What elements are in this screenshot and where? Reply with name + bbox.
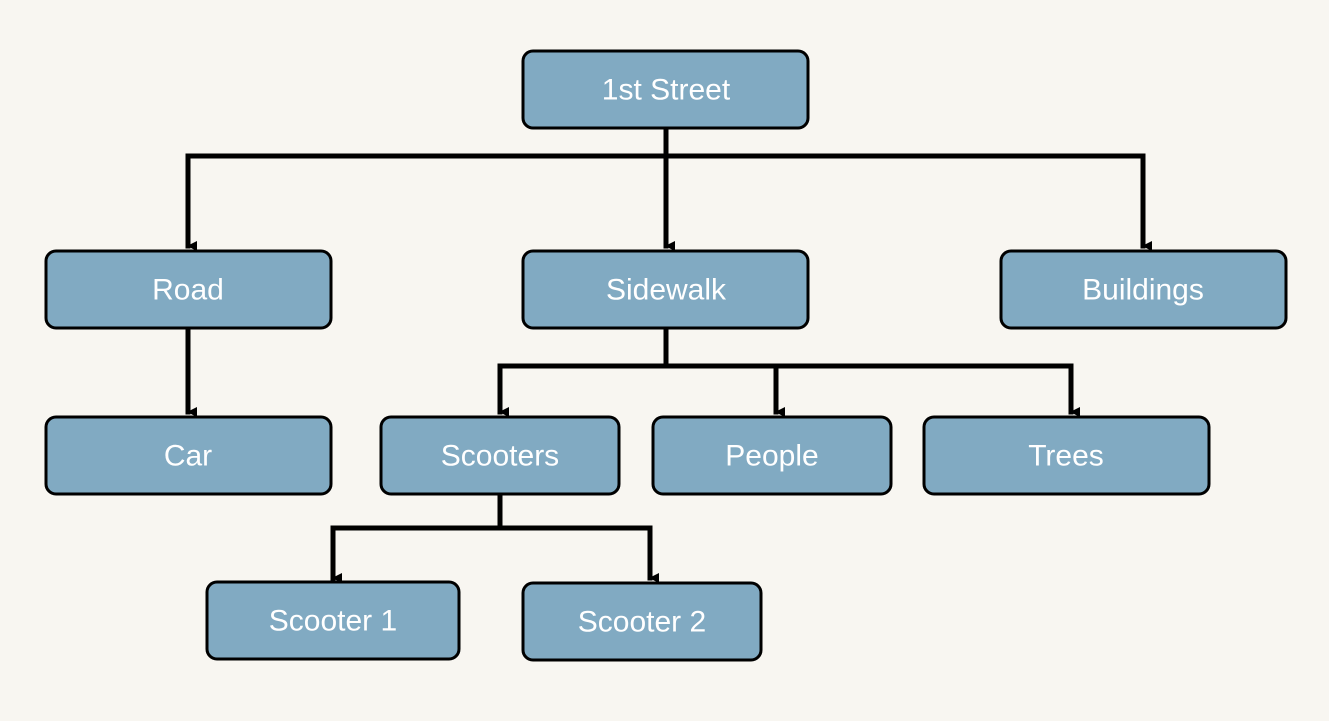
node-buildings: Buildings bbox=[999, 249, 1288, 330]
node-scooters: Scooters bbox=[379, 415, 621, 496]
node-label-1st-street: 1st Street bbox=[602, 74, 731, 107]
connector-root-to-buildings bbox=[663, 153, 1152, 251]
connector-scooters-to-scooter-1 bbox=[330, 490, 503, 583]
node-road: Road bbox=[44, 249, 333, 330]
node-scooter-2: Scooter 2 bbox=[521, 581, 763, 662]
node-sidewalk: Sidewalk bbox=[521, 249, 810, 330]
node-trees: Trees bbox=[922, 415, 1211, 496]
connector-sidewalk-to-people bbox=[663, 363, 785, 417]
connector-scooters-to-scooter-2 bbox=[497, 525, 659, 583]
connectors-sidewalk bbox=[497, 325, 1080, 417]
node-label-car: Car bbox=[164, 440, 212, 473]
node-1st-street: 1st Street bbox=[521, 49, 810, 130]
node-label-buildings: Buildings bbox=[1082, 274, 1204, 307]
node-people: People bbox=[651, 415, 893, 496]
node-scooter-1: Scooter 1 bbox=[205, 580, 461, 661]
node-label-scooter-1: Scooter 1 bbox=[269, 605, 397, 638]
connector-sidewalk-to-scooters bbox=[497, 325, 669, 417]
connectors-root bbox=[185, 125, 1152, 251]
node-label-people: People bbox=[725, 440, 818, 473]
connector-root-to-road bbox=[185, 125, 669, 251]
node-car: Car bbox=[44, 415, 333, 496]
connectors-scooters bbox=[330, 490, 659, 583]
node-label-road: Road bbox=[152, 274, 224, 307]
node-label-scooters: Scooters bbox=[441, 440, 559, 473]
node-label-scooter-2: Scooter 2 bbox=[578, 606, 706, 639]
node-label-trees: Trees bbox=[1028, 440, 1104, 473]
node-label-sidewalk: Sidewalk bbox=[606, 274, 727, 307]
connector-sidewalk-to-trees bbox=[773, 363, 1080, 417]
